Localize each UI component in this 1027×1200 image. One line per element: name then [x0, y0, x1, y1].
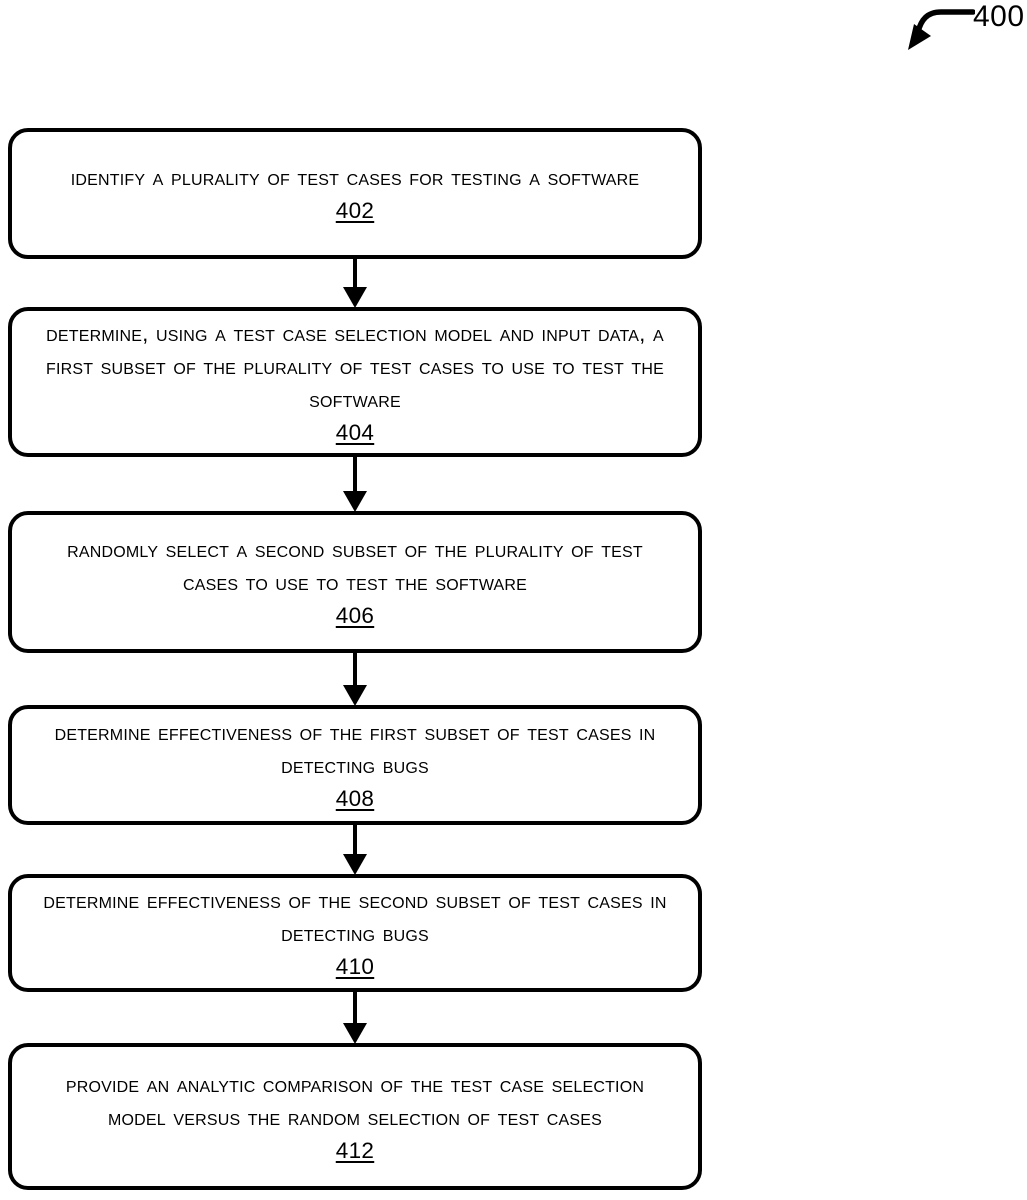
flow-step-412-text: Provide an analytic comparison of the te…: [65, 1071, 645, 1130]
figure-number-label: 400: [973, 0, 1025, 33]
flow-step-410-text: Determine effectiveness of the second su…: [43, 888, 667, 946]
flow-step-406-text: Randomly select a second subset of the p…: [67, 537, 643, 595]
flow-step-412-number: 412: [335, 1137, 375, 1163]
down-arrow-icon: [343, 685, 367, 706]
flow-step-402-number: 402: [335, 198, 375, 223]
flow-step-406: Randomly select a second subset of the p…: [8, 511, 702, 653]
connector-406-to-408: [343, 653, 367, 707]
connector-line: [353, 992, 357, 1024]
flow-step-404: Determine, using a test case selection m…: [8, 307, 702, 457]
down-arrow-icon: [343, 854, 367, 875]
flow-step-406-number: 406: [335, 603, 375, 628]
flow-step-412: Provide an analytic comparison of the te…: [8, 1043, 702, 1190]
flow-step-410: Determine effectiveness of the second su…: [8, 874, 702, 992]
flow-step-404-number: 404: [335, 419, 375, 445]
flow-step-408-text: Determine effectiveness of the first sub…: [54, 720, 656, 778]
connector-408-to-410: [343, 825, 367, 876]
down-arrow-icon: [343, 1023, 367, 1044]
connector-line: [353, 457, 357, 492]
down-arrow-icon: [343, 491, 367, 512]
down-arrow-icon: [343, 287, 367, 308]
flow-step-404-text: Determine, using a test case selection m…: [45, 320, 664, 412]
connector-line: [353, 653, 357, 686]
flow-step-402: Identify a plurality of test cases for t…: [8, 128, 702, 259]
flow-step-410-number: 410: [335, 954, 375, 979]
curved-arrow-icon: [905, 6, 976, 57]
connector-410-to-412: [343, 992, 367, 1045]
flow-step-402-text: Identify a plurality of test cases for t…: [70, 165, 640, 190]
connector-line: [353, 259, 357, 288]
connector-402-to-404: [343, 259, 367, 309]
figure-reference: 400: [905, 0, 1027, 52]
connector-404-to-406: [343, 457, 367, 513]
connector-line: [353, 825, 357, 855]
flow-step-408-number: 408: [335, 786, 375, 811]
flow-step-408: Determine effectiveness of the first sub…: [8, 705, 702, 825]
